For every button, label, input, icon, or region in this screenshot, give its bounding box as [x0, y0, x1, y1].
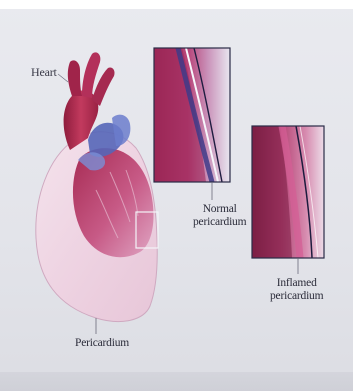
- normal-label-line2: pericardium: [193, 216, 246, 229]
- bottom-margin: [0, 372, 353, 391]
- inflamed-label-line1: Inflamed: [270, 277, 323, 290]
- inflamed-pericardium-label: Inflamed pericardium: [270, 277, 323, 303]
- heart-leader-line: [58, 74, 68, 82]
- normal-pericardium-label: Normal pericardium: [193, 203, 246, 229]
- inflamed-label-line2: pericardium: [270, 290, 323, 303]
- aortic-branch-1: [68, 60, 82, 96]
- normal-label-line1: Normal: [193, 203, 246, 216]
- normal-pericardium-inset: [154, 48, 230, 182]
- heart-label: Heart: [31, 66, 57, 79]
- pericardium-label: Pericardium: [75, 337, 129, 350]
- inflamed-pericardium-inset: [252, 126, 324, 258]
